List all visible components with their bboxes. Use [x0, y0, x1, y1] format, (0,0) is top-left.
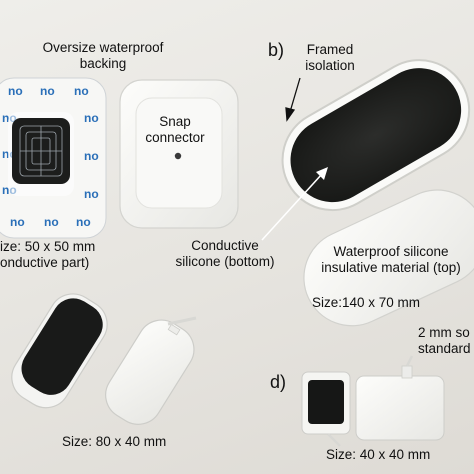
note-label: 2 mm so standard: [418, 325, 471, 357]
d-wire-tab: [401, 365, 413, 379]
c-insulative-pad: [105, 319, 195, 425]
size-b-label: Size:140 x 70 mm: [312, 295, 421, 310]
backing-print-text: no: [8, 84, 23, 98]
conductive-label: Conductive silicone (bottom): [160, 238, 290, 270]
conductive-silicone-large: [290, 68, 462, 203]
size-a-note: onductive part): [0, 255, 90, 270]
backing-print-text: no: [84, 149, 99, 163]
note-label-line2: standard: [418, 341, 471, 356]
snap-label-line1: Snap: [159, 114, 191, 129]
framed-arrow-head: [285, 107, 296, 122]
framed-arrow: [289, 77, 301, 113]
conductive-arrow: [261, 173, 323, 241]
waterproof-label-line1: Waterproof silicone: [333, 244, 449, 259]
backing-print-text: no: [84, 187, 99, 201]
d-lead-wire: [327, 433, 341, 447]
label-arrows: [261, 77, 328, 241]
snap-label: Snap connector: [135, 114, 215, 146]
pads-80x40: [11, 293, 197, 425]
d-conductive-pad: [308, 380, 344, 424]
framed-electrode: [281, 59, 471, 212]
backing-electrode: no no no no no no no no no no no no: [0, 77, 107, 239]
insulative-pad: [303, 189, 474, 327]
framed-label: Framed isolation: [292, 42, 368, 74]
backing-label: Oversize waterproof backing: [28, 40, 178, 72]
panel-b-label: b): [268, 40, 285, 60]
conductive-mesh: [19, 125, 63, 177]
backing-print-text: no: [10, 215, 25, 229]
waterproof-label: Waterproof silicone insulative material …: [308, 244, 474, 276]
insulative-silicone: [303, 189, 474, 327]
c-wire-tab: [167, 323, 181, 336]
c-lead-wire: [167, 316, 197, 326]
size-a-label: ize: 50 x 50 mm onductive part): [0, 239, 95, 271]
c-conductive-pad: [21, 298, 103, 395]
conductive-label-line2: silicone (bottom): [175, 254, 275, 269]
snap-stud: [174, 152, 182, 160]
note-label-line1: 2 mm so: [418, 325, 470, 340]
waterproof-label-line2: insulative material (top): [321, 260, 461, 275]
conductive-arrow-head: [316, 167, 328, 180]
backing-print-text: no: [44, 215, 59, 229]
backing-print-text: no: [84, 111, 99, 125]
backing-label-line2: backing: [79, 56, 127, 71]
backing-print-text: no: [40, 84, 55, 98]
size-d-label: Size: 40 x 40 mm: [326, 447, 431, 462]
framed-label-line1: Framed: [306, 42, 354, 57]
d-lead-wire-2: [405, 355, 414, 367]
framed-label-line2: isolation: [305, 58, 355, 73]
pads-40x40: [301, 355, 445, 447]
backing-print-text: no: [74, 84, 89, 98]
panel-d-label: d): [270, 372, 287, 392]
snap-label-line2: connector: [145, 130, 205, 145]
snap-connector-pad: [119, 79, 239, 229]
size-a-text: ize: 50 x 50 mm: [0, 239, 96, 254]
backing-label-line1: Oversize waterproof: [42, 40, 164, 55]
d-insulative-pad: [355, 375, 445, 441]
conductive-label-line1: Conductive: [191, 238, 259, 253]
size-c-label: Size: 80 x 40 mm: [62, 434, 167, 449]
backing-print-text: no: [76, 215, 91, 229]
